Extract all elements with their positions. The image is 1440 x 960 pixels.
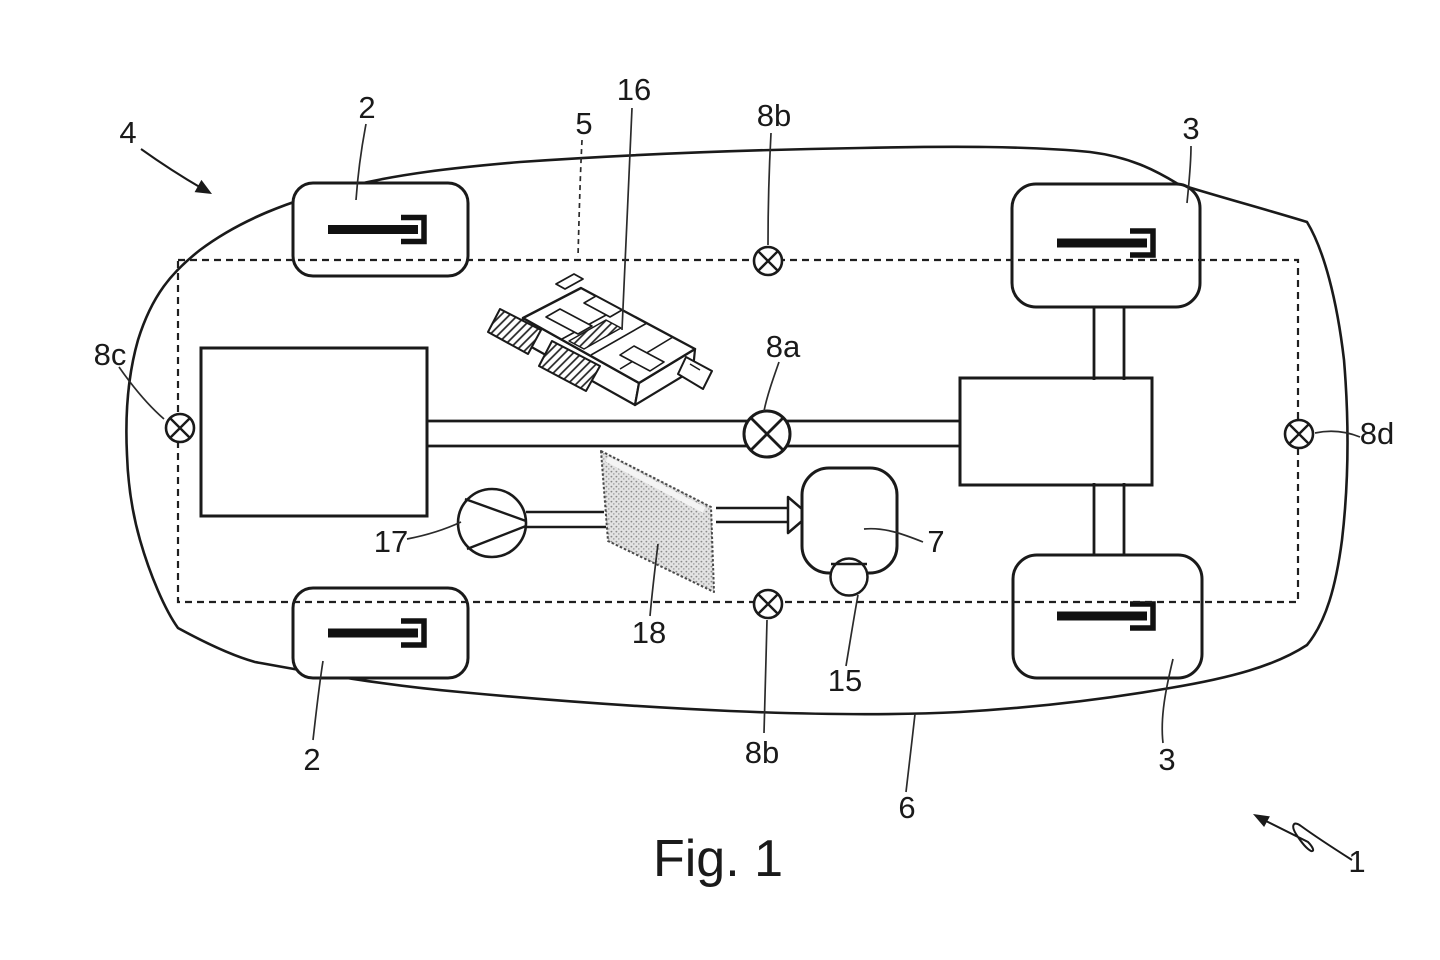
body-pointer-arrow xyxy=(140,148,212,194)
leader-8a xyxy=(763,361,780,412)
leader-18 xyxy=(649,543,659,617)
ref-label-16: 16 xyxy=(617,72,651,107)
ref-label-5: 5 xyxy=(575,106,592,141)
figure-caption: Fig. 1 xyxy=(653,830,783,888)
ref-label-8a: 8a xyxy=(766,329,801,364)
leader-8d xyxy=(1314,430,1361,438)
sensor-8a xyxy=(742,409,792,459)
ref-label-8c: 8c xyxy=(94,337,127,372)
vehicle-pointer-arrow xyxy=(1253,814,1353,861)
leader-2-top xyxy=(355,123,367,201)
module-connector xyxy=(538,340,601,392)
coolant-pipe xyxy=(526,510,606,529)
ref-label-1: 1 xyxy=(1348,844,1365,879)
leader-17 xyxy=(406,521,462,540)
flow-arrow xyxy=(716,495,811,535)
sensor-8c xyxy=(164,412,196,444)
main-shaft xyxy=(427,419,960,448)
ref-label-3-bottom: 3 xyxy=(1158,742,1175,777)
leader-3-bottom xyxy=(1161,658,1174,744)
wheel-rear-top xyxy=(1010,182,1202,309)
ref-label-8b-bottom: 8b xyxy=(745,735,779,770)
sensor-8b-bottom xyxy=(752,588,784,620)
expansion-tank xyxy=(800,466,899,575)
ref-label-3-top: 3 xyxy=(1182,111,1199,146)
leader-5 xyxy=(577,139,583,258)
ref-label-2-top: 2 xyxy=(358,90,375,125)
leader-6 xyxy=(905,713,916,793)
ref-label-4: 4 xyxy=(119,115,136,150)
ref-label-15: 15 xyxy=(828,663,862,698)
rear-axle-shafts xyxy=(1092,305,1126,557)
leader-7 xyxy=(863,527,924,543)
ref-label-6: 6 xyxy=(898,790,915,825)
leader-2-bottom xyxy=(312,660,324,741)
sensor-8d xyxy=(1283,418,1315,450)
ref-label-8b-top: 8b xyxy=(757,98,791,133)
module-connector xyxy=(487,308,542,355)
leader-lines xyxy=(118,107,1361,793)
leader-15 xyxy=(845,594,859,667)
tank-cup xyxy=(829,557,869,597)
ref-label-18: 18 xyxy=(632,615,666,650)
wheel-rear-bottom xyxy=(1011,553,1204,680)
ref-label-17: 17 xyxy=(374,524,408,559)
wheel-front-top xyxy=(291,181,470,278)
leader-8b-bottom xyxy=(763,619,768,734)
front-component-box xyxy=(199,346,429,518)
sensor-8b-top xyxy=(752,245,784,277)
control-module xyxy=(487,273,713,407)
wheel-front-bottom xyxy=(291,586,470,680)
radiator xyxy=(600,450,715,593)
ref-label-7: 7 xyxy=(927,524,944,559)
leader-16 xyxy=(621,107,633,331)
module-foot xyxy=(677,356,713,390)
leader-3-top xyxy=(1186,145,1192,204)
leader-8c xyxy=(118,366,165,420)
ref-label-2-bottom: 2 xyxy=(303,742,320,777)
rear-component-box xyxy=(958,376,1154,487)
coolant-pump xyxy=(456,487,528,559)
leader-8b-top xyxy=(767,132,772,246)
ref-label-8d: 8d xyxy=(1360,416,1394,451)
